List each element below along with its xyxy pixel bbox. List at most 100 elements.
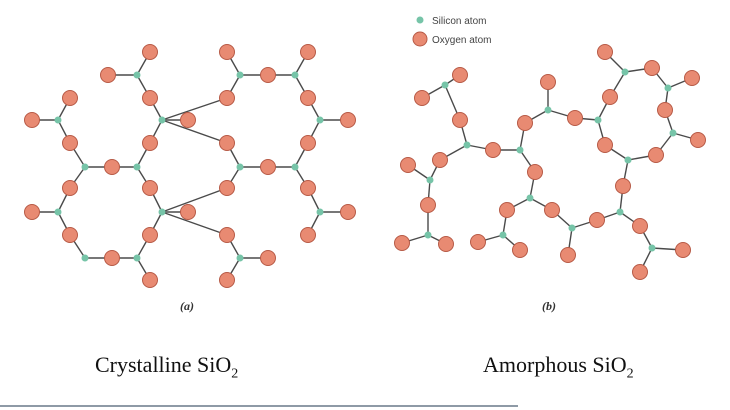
amorphous-silicon-atom — [516, 146, 524, 154]
crystalline-bond — [161, 211, 228, 236]
crystalline-bond — [161, 97, 228, 121]
crystalline-oxygen-atom — [219, 272, 235, 288]
crystalline-oxygen-atom — [62, 90, 78, 106]
amorphous-oxygen-atom — [597, 44, 613, 60]
crystalline-oxygen-atom — [142, 44, 158, 60]
crystalline-silicon-atom — [236, 254, 244, 262]
amorphous-oxygen-atom — [690, 132, 706, 148]
amorphous-oxygen-atom — [414, 90, 430, 106]
amorphous-oxygen-atom — [438, 236, 454, 252]
crystalline-bond — [161, 119, 228, 144]
crystalline-oxygen-atom — [180, 112, 196, 128]
crystalline-oxygen-atom — [300, 180, 316, 196]
crystalline-silicon-atom — [236, 71, 244, 79]
bottom-divider — [0, 405, 518, 407]
amorphous-oxygen-atom — [632, 264, 648, 280]
crystalline-oxygen-atom — [260, 67, 276, 83]
crystalline-oxygen-atom — [62, 227, 78, 243]
crystalline-oxygen-atom — [219, 90, 235, 106]
amorphous-silicon-atom — [499, 231, 507, 239]
amorphous-silicon-atom — [664, 84, 672, 92]
amorphous-oxygen-atom — [432, 152, 448, 168]
crystalline-silicon-atom — [158, 208, 166, 216]
crystalline-silicon-atom — [291, 71, 299, 79]
crystalline-oxygen-atom — [104, 250, 120, 266]
crystalline-silicon-atom — [81, 163, 89, 171]
crystalline-oxygen-atom — [219, 227, 235, 243]
amorphous-oxygen-atom — [470, 234, 486, 250]
amorphous-oxygen-atom — [527, 164, 543, 180]
crystalline-oxygen-atom — [100, 67, 116, 83]
amorphous-silicon-atom — [463, 141, 471, 149]
amorphous-oxygen-atom — [512, 242, 528, 258]
crystalline-oxygen-atom — [219, 180, 235, 196]
amorphous-oxygen-atom — [589, 212, 605, 228]
panel-label-b: (b) — [542, 299, 556, 313]
crystalline-silicon-atom — [133, 163, 141, 171]
amorphous-silicon-atom — [594, 116, 602, 124]
crystalline-silicon-atom — [158, 116, 166, 124]
crystalline-bond — [161, 187, 228, 213]
amorphous-oxygen-atom — [632, 218, 648, 234]
crystalline-silicon-atom — [133, 71, 141, 79]
amorphous-silicon-atom — [426, 176, 434, 184]
oxygen-atoms-layer — [24, 44, 706, 288]
amorphous-oxygen-atom — [394, 235, 410, 251]
silicon-atoms-layer — [54, 68, 677, 262]
amorphous-oxygen-atom — [648, 147, 664, 163]
amorphous-silicon-atom — [544, 106, 552, 114]
crystalline-oxygen-atom — [219, 44, 235, 60]
amorphous-silicon-atom — [648, 244, 656, 252]
amorphous-oxygen-atom — [540, 74, 556, 90]
crystalline-silicon-atom — [54, 208, 62, 216]
amorphous-oxygen-atom — [684, 70, 700, 86]
crystalline-oxygen-atom — [180, 204, 196, 220]
crystalline-oxygen-atom — [142, 180, 158, 196]
crystalline-oxygen-atom — [219, 135, 235, 151]
amorphous-oxygen-atom — [675, 242, 691, 258]
crystalline-oxygen-atom — [300, 90, 316, 106]
amorphous-oxygen-atom — [517, 115, 533, 131]
legend-silicon-marker — [416, 16, 424, 24]
amorphous-oxygen-atom — [420, 197, 436, 213]
amorphous-oxygen-atom — [499, 202, 515, 218]
amorphous-oxygen-atom — [567, 110, 583, 126]
amorphous-silicon-atom — [424, 231, 432, 239]
caption-crystalline: Crystalline SiO2 — [95, 352, 238, 382]
caption-crystalline-text: Crystalline SiO — [95, 352, 232, 377]
crystalline-oxygen-atom — [142, 272, 158, 288]
crystalline-oxygen-atom — [300, 44, 316, 60]
silica-structure-diagram: Silicon atom Oxygen atom (a) (b) — [24, 16, 706, 313]
crystalline-oxygen-atom — [142, 227, 158, 243]
caption-crystalline-subscript: 2 — [231, 366, 239, 382]
caption-amorphous: Amorphous SiO2 — [483, 352, 634, 382]
amorphous-silicon-atom — [621, 68, 629, 76]
crystalline-silicon-atom — [291, 163, 299, 171]
amorphous-silicon-atom — [616, 208, 624, 216]
crystalline-silicon-atom — [133, 254, 141, 262]
crystalline-silicon-atom — [316, 208, 324, 216]
crystalline-oxygen-atom — [142, 135, 158, 151]
amorphous-oxygen-atom — [615, 178, 631, 194]
legend-oxygen-label: Oxygen atom — [432, 35, 491, 46]
crystalline-oxygen-atom — [340, 112, 356, 128]
amorphous-oxygen-atom — [400, 157, 416, 173]
crystalline-oxygen-atom — [62, 180, 78, 196]
crystalline-oxygen-atom — [24, 204, 40, 220]
caption-amorphous-subscript: 2 — [626, 366, 634, 382]
legend-silicon-label: Silicon atom — [432, 16, 486, 27]
crystalline-oxygen-atom — [300, 227, 316, 243]
crystalline-silicon-atom — [81, 254, 89, 262]
legend: Silicon atom Oxygen atom — [412, 16, 491, 47]
legend-oxygen-marker — [412, 31, 428, 47]
caption-amorphous-text: Amorphous SiO — [483, 352, 627, 377]
crystalline-oxygen-atom — [340, 204, 356, 220]
amorphous-oxygen-atom — [602, 89, 618, 105]
crystalline-oxygen-atom — [24, 112, 40, 128]
amorphous-oxygen-atom — [544, 202, 560, 218]
amorphous-oxygen-atom — [657, 102, 673, 118]
amorphous-oxygen-atom — [644, 60, 660, 76]
amorphous-oxygen-atom — [452, 67, 468, 83]
amorphous-silicon-atom — [526, 194, 534, 202]
panel-label-a: (a) — [180, 299, 194, 313]
